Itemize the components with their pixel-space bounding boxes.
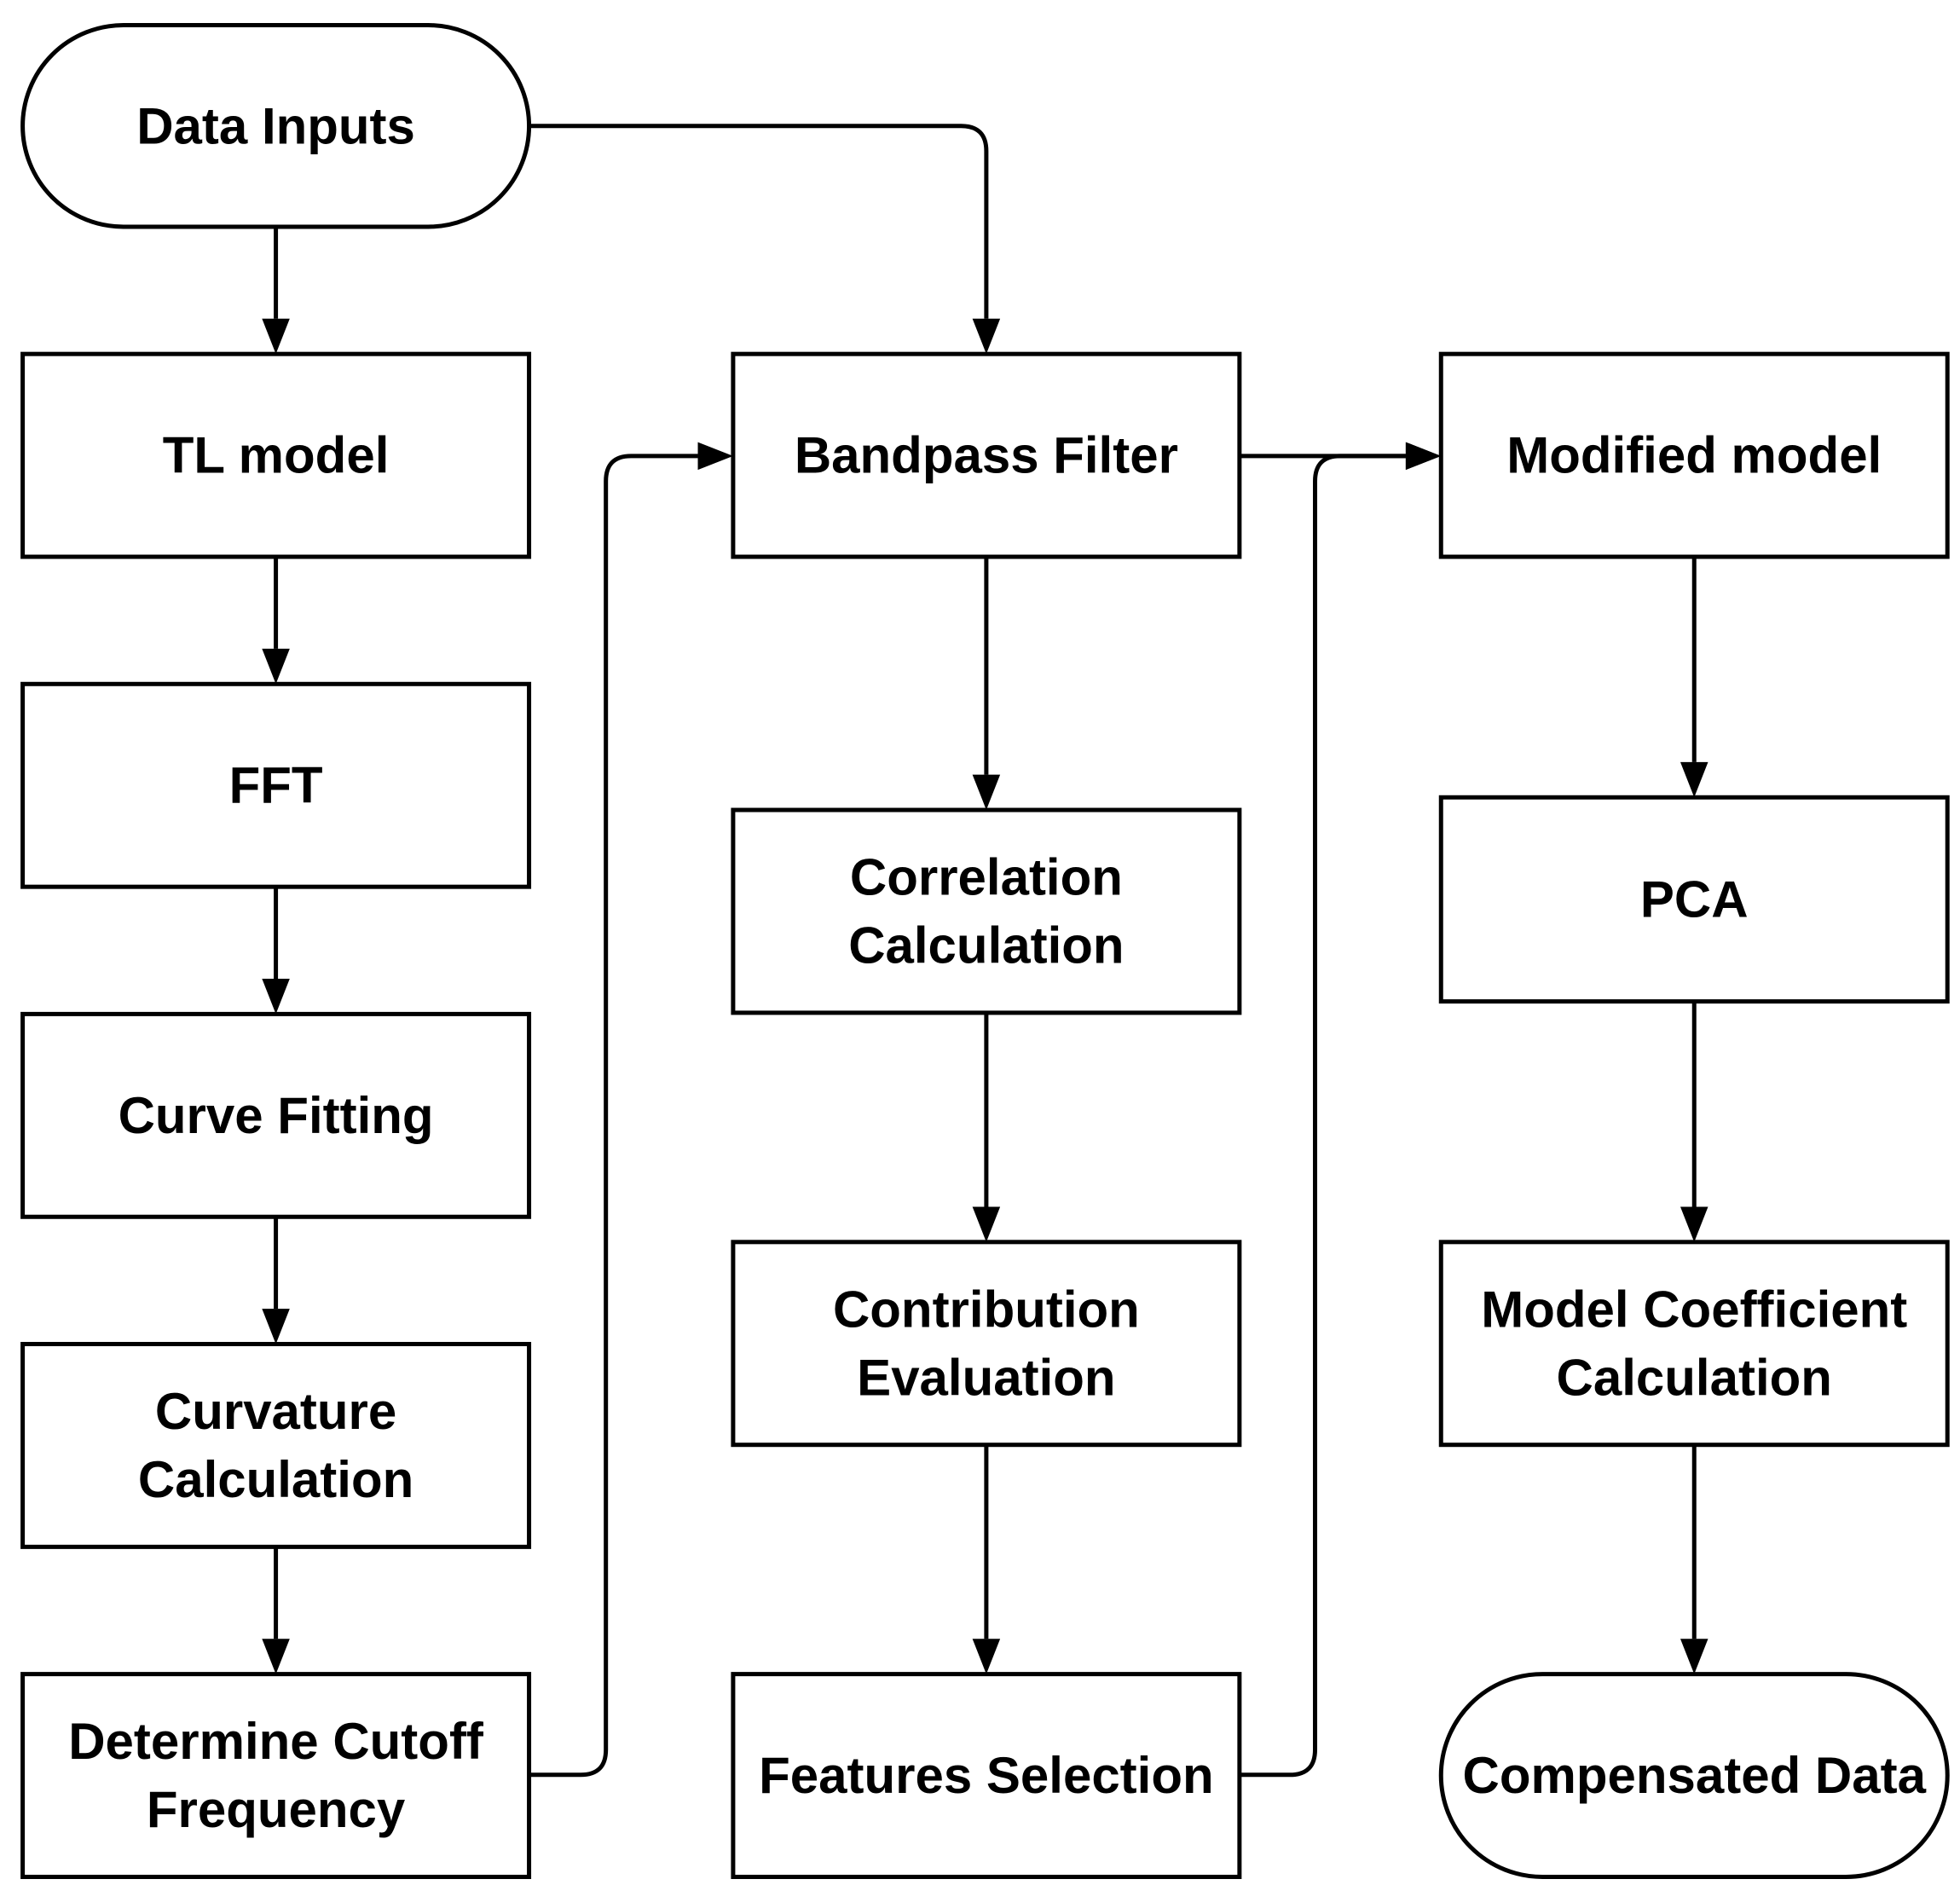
edge-curve-fitting-to-curvature-calculation — [262, 1217, 290, 1344]
edge-determine-cutoff-frequency-to-bandpass-filter — [529, 442, 733, 1778]
process-box — [1438, 1240, 1950, 1448]
process-box — [20, 1672, 532, 1879]
node-fft: FFT — [20, 681, 532, 889]
process-box — [20, 681, 532, 889]
connector-line — [1239, 454, 1406, 1778]
arrowhead-icon — [1680, 1639, 1708, 1674]
node-curve-fitting: Curve Fitting — [20, 1011, 532, 1219]
node-label: Curve Fitting — [119, 1087, 434, 1144]
node-label: Evaluation — [857, 1349, 1115, 1406]
edge-data-inputs-to-bandpass-filter — [529, 124, 1001, 355]
process-box — [20, 351, 532, 559]
process-box — [1438, 795, 1950, 1004]
arrowhead-icon — [697, 442, 733, 471]
edges-layer — [262, 124, 1708, 1778]
node-compensated-data: Compensated Data — [1438, 1672, 1950, 1879]
node-label: Calculation — [138, 1451, 413, 1508]
node-label: Compensated Data — [1463, 1747, 1927, 1804]
connector-line — [529, 124, 989, 319]
node-label: FFT — [229, 757, 323, 814]
arrowhead-icon — [1405, 442, 1442, 471]
node-label: Model Coefficient — [1481, 1281, 1907, 1338]
arrowhead-icon — [972, 1206, 1001, 1242]
arrowhead-icon — [1680, 761, 1708, 798]
node-label: TL model — [163, 427, 390, 484]
node-tl-model: TL model — [20, 351, 532, 559]
process-box — [731, 351, 1242, 559]
arrowhead-icon — [262, 1309, 290, 1344]
node-label: Modified model — [1506, 427, 1882, 484]
edge-tl-model-to-fft — [262, 557, 290, 685]
edge-fft-to-curve-fitting — [262, 887, 290, 1015]
process-box — [20, 1341, 532, 1549]
node-label: Features Selection — [759, 1747, 1214, 1804]
arrowhead-icon — [972, 774, 1001, 811]
node-modified-model: Modified model — [1438, 351, 1950, 559]
node-label: Determine Cutoff — [68, 1713, 484, 1770]
node-label: Calculation — [1557, 1349, 1832, 1406]
edge-bandpass-filter-to-correlation-calculation — [972, 557, 1001, 811]
node-label: Bandpass Filter — [795, 427, 1178, 484]
process-box — [731, 807, 1242, 1015]
node-label: Frequency — [147, 1781, 406, 1838]
terminal-shape — [20, 23, 532, 229]
node-label: Data Inputs — [136, 97, 415, 154]
process-box — [20, 1011, 532, 1219]
node-bandpass-filter: Bandpass Filter — [731, 351, 1242, 559]
edge-contribution-evaluation-to-features-selection — [972, 1444, 1001, 1674]
arrowhead-icon — [262, 318, 290, 355]
edge-pca-to-model-coefficient-calculation — [1680, 1001, 1708, 1242]
edge-data-inputs-to-tl-model — [262, 226, 290, 355]
connector-line — [529, 454, 698, 1778]
node-label: Contribution — [833, 1281, 1140, 1338]
node-label: Correlation — [850, 848, 1123, 905]
node-label: PCA — [1640, 870, 1749, 928]
node-label: Curvature — [155, 1383, 396, 1440]
terminal-shape — [1438, 1672, 1950, 1879]
arrowhead-icon — [1680, 1206, 1708, 1242]
arrowhead-icon — [262, 1639, 290, 1674]
edge-model-coefficient-calculation-to-compensated-data — [1680, 1444, 1708, 1674]
arrowhead-icon — [972, 1639, 1001, 1674]
node-pca: PCA — [1438, 795, 1950, 1004]
node-data-inputs: Data Inputs — [20, 23, 532, 229]
process-box — [1438, 351, 1950, 559]
arrowhead-icon — [972, 318, 1001, 355]
node-label: Calculation — [848, 916, 1124, 974]
node-features-selection: Features Selection — [731, 1672, 1242, 1879]
arrowhead-icon — [262, 648, 290, 685]
arrowhead-icon — [262, 979, 290, 1015]
process-box — [731, 1240, 1242, 1448]
edge-features-selection-to-modified-model — [1239, 442, 1442, 1778]
edge-correlation-calculation-to-contribution-evaluation — [972, 1012, 1001, 1242]
process-box — [731, 1672, 1242, 1879]
edge-modified-model-to-pca — [1680, 557, 1708, 798]
edge-curvature-calculation-to-determine-cutoff-frequency — [262, 1547, 290, 1674]
